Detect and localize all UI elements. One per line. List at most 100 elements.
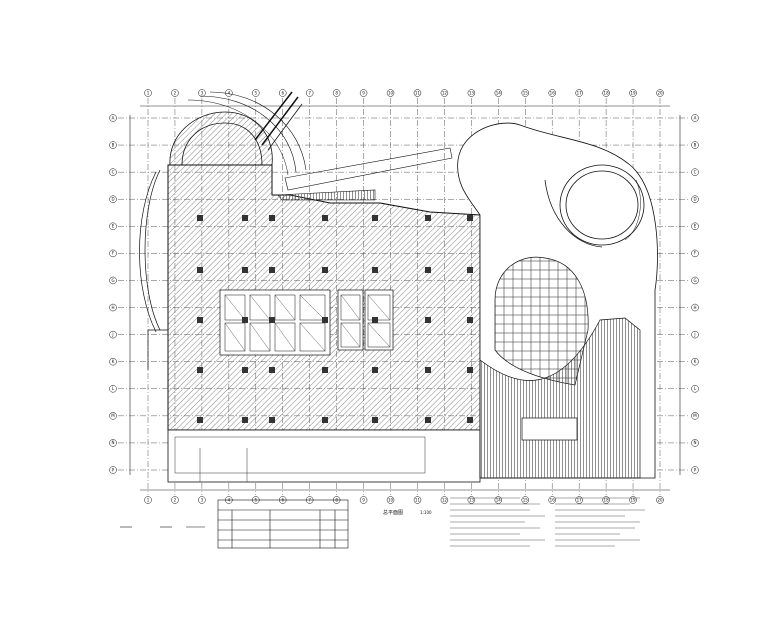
grid-bubble-top-label: 20 xyxy=(657,90,663,95)
grid-bubble-right-label: M xyxy=(693,413,697,418)
grid-bubble-top xyxy=(252,89,260,97)
structural-column xyxy=(425,367,431,373)
grid-bubble-bottom xyxy=(521,496,530,504)
structural-column xyxy=(372,317,378,323)
grid-bubble-right xyxy=(691,357,699,366)
grid-bubble-right-label: J xyxy=(693,332,695,337)
grid-bubble-bottom-label: 3 xyxy=(201,497,204,502)
grid-bubble-top-label: 14 xyxy=(496,90,502,95)
structural-column xyxy=(372,367,378,373)
structural-column xyxy=(322,367,328,373)
structural-column xyxy=(322,317,328,323)
grid-bubble-right xyxy=(691,330,699,339)
dimension-frame xyxy=(129,105,681,491)
structural-column xyxy=(467,367,473,373)
grid-bubble-right xyxy=(691,222,699,231)
grid-bubble-bottom xyxy=(171,496,179,504)
core-room xyxy=(249,322,271,352)
grid-bubble-right xyxy=(691,141,699,149)
structural-column xyxy=(425,417,431,423)
grid-bubble-bottom-label: 1 xyxy=(147,497,150,502)
grid-bubble-top xyxy=(332,89,341,97)
structural-column xyxy=(372,215,378,221)
grid-bubble-right xyxy=(691,249,699,258)
grid-bubble-right-label: D xyxy=(693,197,696,202)
structural-column xyxy=(242,367,248,373)
grid-bubble-top xyxy=(305,89,314,97)
grid-bubble-right xyxy=(691,114,699,122)
grid-bubble-bottom xyxy=(440,496,449,504)
core-room-diagonal xyxy=(274,322,296,352)
grid-bubble-left-label: H xyxy=(111,305,114,310)
structural-column xyxy=(269,215,275,221)
grid-bubble-top xyxy=(413,89,422,97)
structural-column xyxy=(425,267,431,273)
structural-column xyxy=(322,267,328,273)
grid-bubble-top xyxy=(629,89,637,97)
grid-bubble-top-label: 13 xyxy=(469,90,475,95)
structural-column xyxy=(197,367,203,373)
grid-bubble-left xyxy=(109,114,117,122)
grid-bubble-top xyxy=(548,89,556,97)
grid-bubble-top-label: 15 xyxy=(523,90,529,95)
grid-bubble-right-label: E xyxy=(694,224,697,229)
grid-bubble-left xyxy=(109,330,117,339)
core-room xyxy=(224,294,246,321)
grid-bubble-right xyxy=(691,439,699,447)
grid-bubble-top xyxy=(144,89,152,97)
grid-bubble-top xyxy=(278,89,287,97)
grid-bubble-right-label: G xyxy=(693,278,696,283)
core-room xyxy=(249,294,271,321)
grid-bubble-bottom xyxy=(198,496,206,504)
grid-bubble-top xyxy=(494,89,503,97)
grid-bubble-top-label: 9 xyxy=(362,90,365,95)
grid-bubble-right-label: L xyxy=(694,386,697,391)
grid-bubble-left xyxy=(109,249,117,258)
grid-bubble-top xyxy=(521,89,530,97)
grid-bubble-bottom-label: 10 xyxy=(388,497,394,502)
grid-bubble-bottom-label: 12 xyxy=(442,497,448,502)
grid-bubble-right-label: N xyxy=(694,440,697,445)
grid-bubble-top-label: 12 xyxy=(442,90,448,95)
grid-bubble-right-label: P xyxy=(694,467,697,472)
grid-bubble-top xyxy=(602,89,610,97)
structural-column xyxy=(269,267,275,273)
grid-bubble-left-label: B xyxy=(112,142,115,147)
structural-column xyxy=(242,267,248,273)
structural-column xyxy=(322,417,328,423)
scale-note: 1:100 xyxy=(420,510,432,515)
grid-bubble-left xyxy=(109,357,117,366)
core-room-diagonal xyxy=(224,322,246,352)
grid-bubble-left xyxy=(109,466,117,474)
grid-bubble-top-label: 1 xyxy=(147,90,150,95)
grid-bubble-top-label: 19 xyxy=(631,90,637,95)
core-room-diagonal xyxy=(340,294,361,321)
grid-bubble-right-label: C xyxy=(694,169,697,174)
core-room-diagonal xyxy=(340,322,361,348)
structural-column xyxy=(467,267,473,273)
grid-bubble-left xyxy=(109,412,117,420)
structural-column xyxy=(242,317,248,323)
core-room-diagonal xyxy=(224,294,246,321)
structural-column xyxy=(197,317,203,323)
grid-bubble-left xyxy=(109,303,117,312)
grid-bubble-right xyxy=(691,385,699,393)
core-room-diagonal xyxy=(367,322,391,348)
building-core xyxy=(219,289,394,356)
grid-bubble-bottom-label: 14 xyxy=(496,497,502,502)
grid-bubble-top-label: 16 xyxy=(550,90,556,95)
grid-bubble-left-label: J xyxy=(111,332,113,337)
grid-bubble-left xyxy=(109,195,117,203)
grid-bubble-top-label: 17 xyxy=(577,90,583,95)
core-room-diagonal xyxy=(249,294,271,321)
structural-column xyxy=(372,267,378,273)
grid-bubble-left xyxy=(109,141,117,149)
grid-bubble-top-label: 3 xyxy=(201,90,204,95)
grid-bubble-top-label: 6 xyxy=(281,90,284,95)
grid-bubble-top-label: 8 xyxy=(335,90,338,95)
grid-bubble-left-label: A xyxy=(112,115,115,120)
grid-bubble-top-label: 7 xyxy=(308,90,311,95)
structural-column xyxy=(425,215,431,221)
grid-bubble-right-label: F xyxy=(694,251,697,256)
